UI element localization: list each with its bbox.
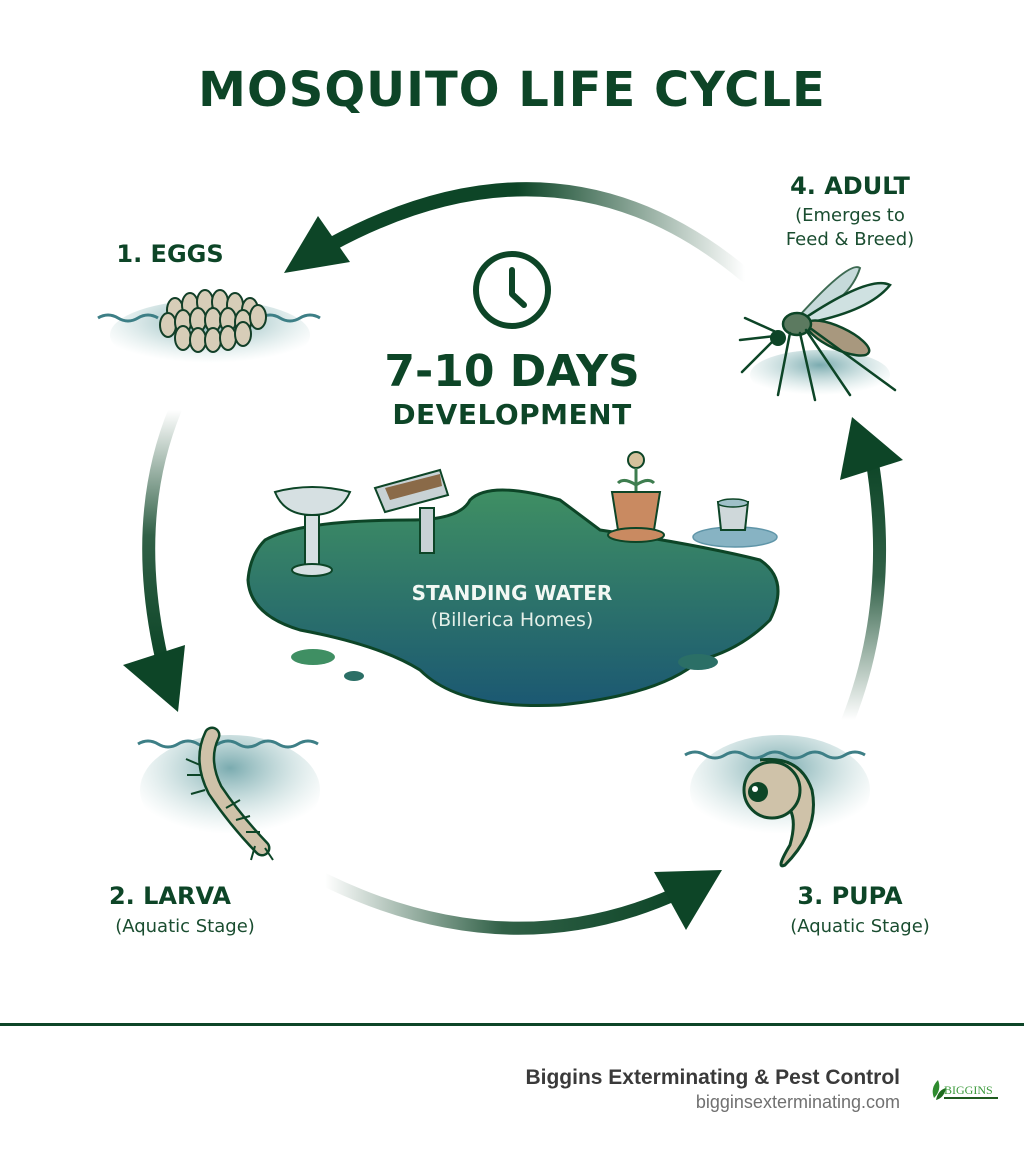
stage-adult-label: 4. ADULT bbox=[790, 172, 910, 200]
gutter-icon bbox=[373, 468, 450, 554]
arrow-eggs-to-larva bbox=[123, 403, 185, 712]
biggins-logo-icon: BIGGINS bbox=[932, 1080, 998, 1100]
bird-bath-icon bbox=[273, 486, 352, 577]
company-name: Biggins Exterminating & Pest Control bbox=[525, 1066, 900, 1089]
standing-water-pond bbox=[246, 451, 780, 708]
company-url: bigginsexterminating.com bbox=[695, 1092, 900, 1112]
standing-water-title: STANDING WATER bbox=[411, 581, 613, 605]
larva-icon bbox=[137, 726, 320, 861]
stage-adult-subtitle-line1: (Emerges to bbox=[795, 205, 905, 226]
pupa-icon bbox=[684, 735, 870, 868]
stage-pupa-subtitle: (Aquatic Stage) bbox=[790, 916, 930, 937]
stage-adult-subtitle-line2: Feed & Breed) bbox=[785, 229, 915, 250]
development-label: DEVELOPMENT bbox=[392, 398, 632, 431]
clock-icon bbox=[473, 251, 551, 329]
arrow-adult-to-eggs bbox=[284, 182, 752, 282]
footer-brand: Biggins Exterminating & Pest Control big… bbox=[525, 1066, 900, 1113]
logo-text: BIGGINS bbox=[944, 1083, 993, 1097]
arrow-pupa-to-adult bbox=[840, 417, 903, 727]
standing-water-subtitle: (Billerica Homes) bbox=[430, 609, 594, 631]
stage-pupa-label: 3. PUPA bbox=[797, 882, 903, 910]
eggs-raft-icon bbox=[97, 289, 321, 370]
mosquito-icon bbox=[738, 266, 897, 402]
page-title: MOSQUITO LIFE CYCLE bbox=[198, 62, 826, 118]
arrow-larva-to-pupa bbox=[318, 870, 722, 935]
bucket-icon bbox=[692, 498, 778, 548]
development-duration: 7-10 DAYS bbox=[384, 346, 640, 397]
stage-larva-subtitle: (Aquatic Stage) bbox=[115, 916, 255, 937]
stage-larva-label: 2. LARVA bbox=[108, 882, 232, 910]
flower-pot-icon bbox=[607, 451, 665, 543]
footer-divider bbox=[0, 1023, 1024, 1026]
cycle-arrows bbox=[97, 182, 903, 935]
stage-eggs-label: 1. EGGS bbox=[116, 240, 224, 268]
